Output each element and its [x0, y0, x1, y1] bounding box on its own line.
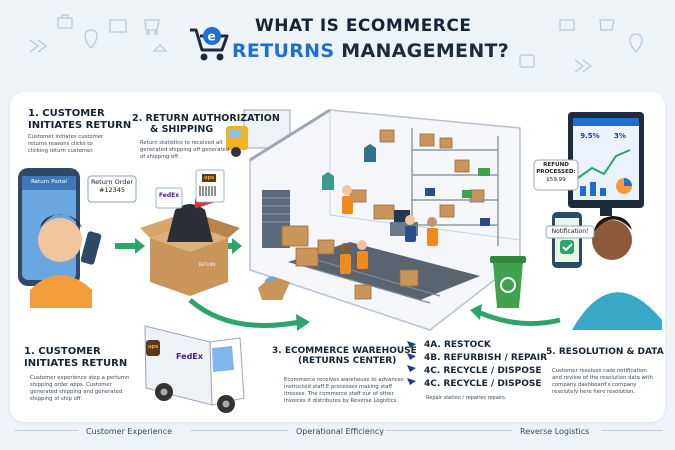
- step1-title-line1: 1. CUSTOMER: [28, 108, 105, 119]
- footer-customer-experience: Customer Experience: [86, 427, 173, 436]
- delivery-truck-top: [226, 109, 291, 157]
- step5-description: Customer resolves case notification and …: [552, 368, 653, 395]
- warehouse-illustration: [249, 108, 521, 331]
- disposition-refurbish: 4B. REFURBISH / REPAIR: [424, 353, 548, 363]
- disposition-recycle: 4C. RECYCLE / DISPOSE: [424, 366, 542, 376]
- footer-divider-3: [386, 430, 512, 431]
- notification-label: Notification!: [551, 228, 589, 235]
- fedex-label: FedEx: [158, 192, 180, 199]
- return-portal-label: Return Portal: [31, 179, 67, 185]
- step1-bottom-title: 1. CUSTOMER INITIATES RETURN: [24, 346, 128, 369]
- disposition-arrows: [407, 341, 416, 385]
- step1-description: Customer initiates customer returns reas…: [28, 134, 104, 154]
- footer-divider-1: [14, 430, 78, 431]
- step1-title: 1. CUSTOMER INITIATES RETURN: [28, 108, 131, 131]
- title-rest: MANAGEMENT?: [341, 40, 510, 62]
- step3-description: Ecommerce receives warehouse to advances…: [284, 377, 404, 404]
- truck-fedex-label: FedEx: [176, 352, 203, 361]
- return-box-label: RETURN: [198, 262, 216, 267]
- title-highlight: RETURNS: [232, 40, 335, 62]
- step5-title: 5. RESOLUTION & DATA: [546, 347, 664, 357]
- refund-card: [533, 159, 579, 191]
- refund-card-text: REFUND PROCESSED: $59.99: [536, 162, 576, 183]
- footer-divider-2: [190, 430, 288, 431]
- step3-title: 3. ECOMMERCE WAREHOUSE (RETURNS CENTER): [272, 346, 417, 367]
- warehouse-workers: [340, 185, 438, 274]
- truck-ups-label: ups: [147, 344, 159, 350]
- background-decor: [29, 14, 643, 73]
- return-box-illustration: [140, 169, 240, 296]
- customer-resolution-person: [545, 212, 662, 330]
- monitor-stat-a: 9.5%: [580, 132, 600, 140]
- delivery-truck-bottom: [144, 325, 245, 413]
- return-order-tag: [87, 175, 137, 203]
- step2-description: Return statistics to received all genera…: [140, 140, 230, 160]
- footer-reverse-logistics: Reverse Logistics: [520, 427, 590, 436]
- page-title-line2: RETURNS MANAGEMENT?: [232, 40, 509, 62]
- footer-divider-4: [602, 430, 662, 431]
- return-order-label: Return Order #12345: [90, 178, 134, 195]
- svg-text:e: e: [208, 30, 216, 44]
- footer-operational-efficiency: Operational Efficiency: [296, 427, 385, 436]
- recycle-bin-icon: [490, 256, 526, 308]
- disposition-recycle-2: 4C. RECYCLE / DISPOSE: [424, 379, 542, 389]
- disposition-restock: 4A. RESTOCK: [424, 340, 491, 350]
- customer-phone-illustration: [18, 168, 102, 308]
- disposition-note: Repair station / repaires repairs.: [426, 395, 507, 401]
- analytics-monitor: [568, 112, 644, 216]
- cart-logo-icon: e: [190, 27, 229, 61]
- curve-arrow-left: [188, 298, 301, 329]
- curve-arrow-right: [477, 309, 561, 327]
- page-title-line1: WHAT IS ECOMMERCE: [255, 16, 472, 36]
- step1-bottom-description: Customer experience step a pertumn shipp…: [30, 375, 130, 402]
- step1-title-line2: INITIATES RETURN: [28, 119, 132, 131]
- step2-title: 2. RETURN AUTHORIZATION & SHIPPING: [132, 113, 280, 135]
- ups-label: ups: [203, 175, 215, 181]
- monitor-stat-b: 3%: [614, 132, 626, 140]
